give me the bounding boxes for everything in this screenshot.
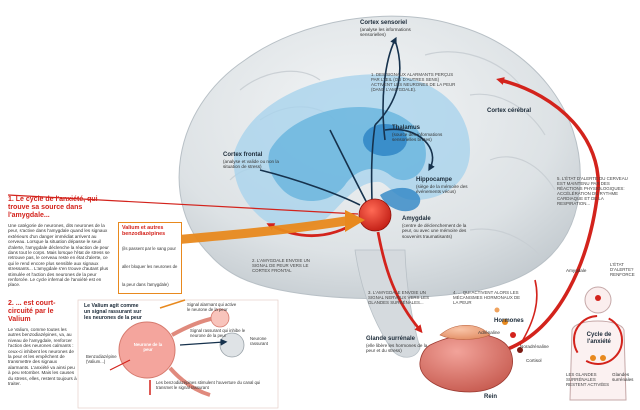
cortex-frontal-text: (analyse et valide ou non la situation d… bbox=[223, 159, 279, 170]
neuron-illustration bbox=[109, 299, 245, 397]
glande-title: Glande surrénale bbox=[366, 336, 416, 342]
label-glande: Glande surrénale (elle libère les hormon… bbox=[366, 336, 430, 354]
step3-text: 3. L'AMYGDALE ENVOIE UN SIGNAL NERVEUX V… bbox=[368, 290, 430, 305]
valium-arrow bbox=[168, 215, 357, 245]
step5-text: 5. L'ÉTAT D'ALERTE DU CERVEAU EST MAINTE… bbox=[557, 176, 628, 206]
rein-title: Rein bbox=[484, 394, 498, 400]
valium-title: Valium et autres benzodiazépines bbox=[122, 225, 166, 237]
label-step1: 1. DES SIGNAUX ALARMANTS PERÇUS PAR L'ŒI… bbox=[371, 72, 457, 92]
label-rein: Rein bbox=[484, 394, 524, 401]
label-step2: 2. L'AMYGDALE ENVOIE UN SIGNAL DE PEUR V… bbox=[252, 258, 312, 273]
label-thalamus: Thalamus (source des informations sensor… bbox=[392, 125, 454, 143]
inset-title-text: Le Valium agit comme un signal rassurant… bbox=[84, 303, 142, 321]
inset-neurone-peur: Neurone de la peur bbox=[133, 342, 163, 352]
cortex-frontal-title: Cortex frontal bbox=[223, 152, 263, 158]
step2-text: 2. L'AMYGDALE ENVOIE UN SIGNAL DE PEUR V… bbox=[252, 258, 310, 273]
label-cycle: Cycle de l'anxiété bbox=[579, 332, 619, 346]
label-step3: 3. L'AMYGDALE ENVOIE UN SIGNAL NERVEUX V… bbox=[368, 290, 438, 305]
label-step5: 5. L'ÉTAT D'ALERTE DU CERVEAU EST MAINTE… bbox=[557, 176, 629, 206]
thalamus-title: Thalamus bbox=[392, 125, 421, 131]
cycle-ring bbox=[573, 315, 623, 365]
label-adrenaline: Adrénaline bbox=[478, 330, 500, 335]
label-amygdale-small: Amygdale bbox=[566, 268, 587, 273]
label-cortisol: Cortisol bbox=[526, 358, 542, 363]
label-hormones: Hormones bbox=[494, 318, 564, 325]
label-cortex-frontal: Cortex frontal (analyse et valide ou non… bbox=[223, 152, 281, 170]
panel1-connector bbox=[7, 194, 359, 215]
cortex-sensoriel-text: (analyse les informations sensorielles) bbox=[360, 27, 411, 38]
label-glandes-surrenales: LES GLANDES SURRÉNALES RESTENT ACTIVÉES bbox=[566, 372, 610, 387]
panel-2: 2. ... est court-circuité par le Valium … bbox=[8, 300, 78, 386]
label-cortex-cerebral: Cortex cérébral bbox=[487, 108, 557, 115]
hormones-title: Hormones bbox=[494, 318, 524, 324]
amygdale-title: Amygdale bbox=[402, 216, 431, 222]
panel-1: 1. Le cycle de l'anxiété, qui trouve sa … bbox=[8, 196, 112, 288]
label-noradrenaline: Noradrénaline bbox=[520, 344, 549, 349]
label-hippocampe: Hippocampe (siège de la mémoire des évén… bbox=[416, 177, 482, 195]
cortex-sensoriel-title: Cortex sensoriel bbox=[360, 20, 408, 26]
amygdala bbox=[358, 198, 392, 232]
brain-stem bbox=[354, 249, 421, 358]
inset-signal-alarmant: Signal alarmant qui active le neurone de… bbox=[187, 302, 237, 312]
label-etat-alerte: L'ÉTAT D'ALERTE? RENFORCE bbox=[610, 262, 635, 277]
small-amygdala bbox=[595, 295, 601, 301]
hippocampe-title: Hippocampe bbox=[416, 177, 453, 183]
label-step4: 4. ... QUI ACTIVENT ALORS LES MÉCANISMES… bbox=[453, 290, 523, 305]
cycle-title: Cycle de l'anxiété bbox=[586, 332, 612, 345]
step1-text: 1. DES SIGNAUX ALARMANTS PERÇUS PAR L'ŒI… bbox=[371, 72, 456, 92]
amygdale-text: (centre de déclenchement de la peur, ou … bbox=[402, 223, 467, 239]
inset-benzo: Benzodiazépine (Valium...) bbox=[86, 354, 117, 364]
step4-text: 4. ... QUI ACTIVENT ALORS LES MÉCANISMES… bbox=[453, 290, 521, 305]
hippocampus-shape bbox=[380, 187, 421, 212]
inset-panel bbox=[77, 299, 279, 409]
inset-bottom: Les benzodiazépines stimulent l'ouvertur… bbox=[156, 380, 261, 390]
valium-text: (ils passent par le sang pour aller bloq… bbox=[122, 246, 178, 287]
label-glandes-small: Glandes surrénales bbox=[612, 372, 634, 383]
panel1-heading: 1. Le cycle de l'anxiété, qui trouve sa … bbox=[8, 196, 98, 219]
inset-neurone-rassurant: Neurone rassurant bbox=[250, 336, 268, 346]
panel2-heading: 2. ... est court-circuité par le Valium bbox=[8, 300, 56, 323]
kidney-group bbox=[419, 307, 523, 393]
label-amygdale: Amygdale (centre de déclenchement de la … bbox=[402, 216, 474, 239]
panel1-body: Une catégorie de neurones, dits neurones… bbox=[8, 223, 110, 288]
panel2-body: Le Valium, comme toutes les autres benzo… bbox=[8, 327, 77, 387]
cortex-cerebral-title: Cortex cérébral bbox=[487, 108, 532, 114]
label-cortex-sensoriel: Cortex sensoriel (analyse les informatio… bbox=[360, 20, 432, 38]
inset-signal-rassurant: Signal rassurant qui inhibe le neurone d… bbox=[190, 328, 246, 338]
valium-box: Valium et autres benzodiazépines (ils pa… bbox=[118, 222, 182, 294]
hippocampe-text: (siège de la mémoire des événements vécu… bbox=[416, 184, 468, 195]
inset-title: Le Valium agit comme un signal rassurant… bbox=[84, 303, 146, 321]
glande-text: (elle libère les hormones de la peur et … bbox=[366, 343, 428, 354]
thalamus-text: (source des informations sensorielles br… bbox=[392, 132, 443, 143]
